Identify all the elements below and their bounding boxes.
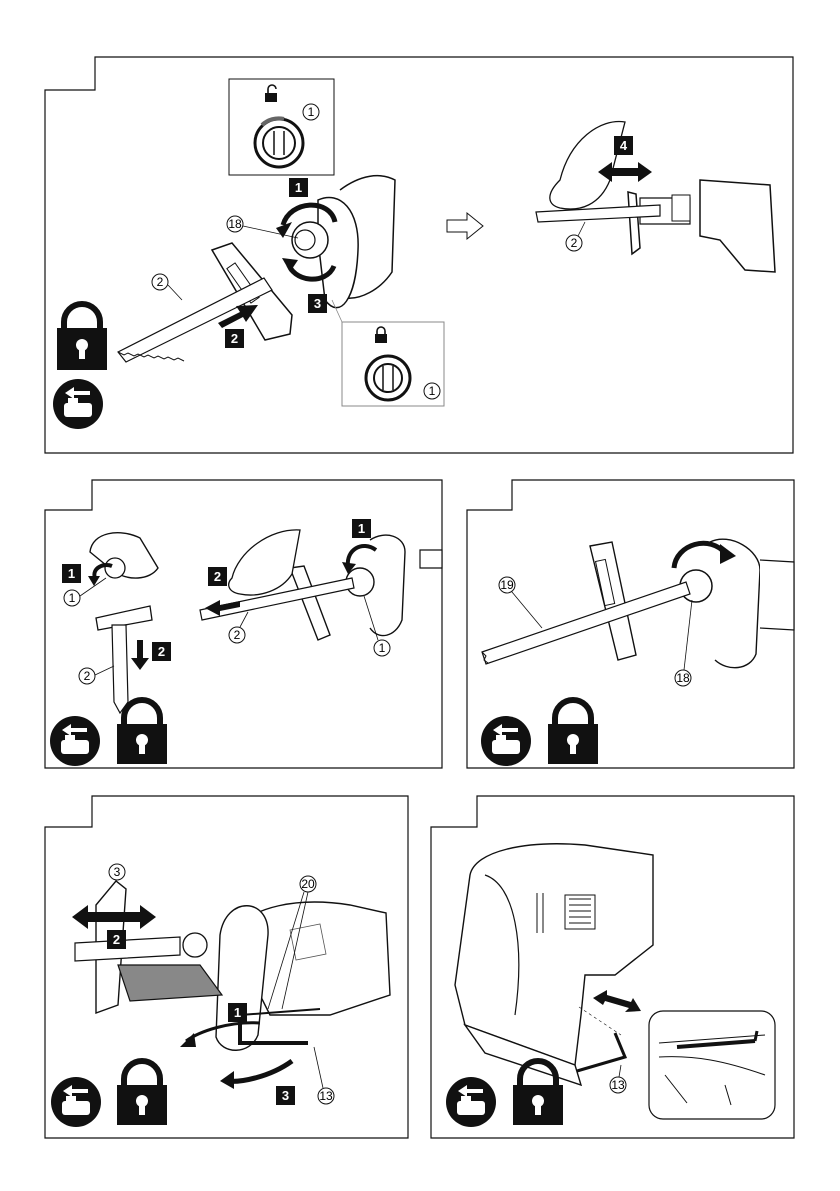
step-1-box: 1 xyxy=(228,1003,247,1022)
step-4-box: 4 xyxy=(614,136,633,155)
callout-19: 19 xyxy=(499,577,542,628)
step-2-box: 2 xyxy=(225,329,244,348)
figure-1-panel: 1 1 2 3 18 2 xyxy=(0,0,840,470)
svg-text:3: 3 xyxy=(314,296,321,311)
callout-2-mid-left: 2 xyxy=(79,666,114,684)
callout-3: 3 xyxy=(109,864,125,880)
step-3-box: 3 xyxy=(276,1086,295,1105)
battery-removal-icon xyxy=(446,1077,496,1127)
blade-icon xyxy=(112,625,128,713)
svg-text:1: 1 xyxy=(358,521,365,536)
step-2-box: 2 xyxy=(107,930,126,949)
svg-text:18: 18 xyxy=(676,671,690,685)
callout-2-mid-right: 2 xyxy=(229,612,248,643)
down-arrow xyxy=(131,640,149,670)
step-2-box-right: 2 xyxy=(208,567,227,586)
step-2-box: 2 xyxy=(152,642,171,661)
svg-text:2: 2 xyxy=(214,569,221,584)
step-1-box-right: 1 xyxy=(352,519,371,538)
hand-icon xyxy=(229,530,300,595)
svg-text:4: 4 xyxy=(620,138,628,153)
figure-2-drawing: 1 1 2 2 1 2 2 1 xyxy=(0,470,450,780)
hand-icon xyxy=(550,122,625,210)
lock-icon xyxy=(117,1061,167,1125)
figure-5-drawing: 13 xyxy=(425,785,805,1145)
lock-icon xyxy=(57,304,107,370)
svg-text:2: 2 xyxy=(113,932,120,947)
callout-13-right: 13 xyxy=(610,1065,626,1093)
battery-removal-icon xyxy=(481,716,531,766)
callout-13-left: 13 xyxy=(314,1047,334,1104)
svg-text:1: 1 xyxy=(234,1005,241,1020)
callout-1-top-locked: 1 xyxy=(424,383,440,399)
svg-text:1: 1 xyxy=(69,591,76,605)
callout-1-top-inset: 1 xyxy=(303,104,319,120)
svg-text:1: 1 xyxy=(295,180,302,195)
figure-3-panel: 19 18 xyxy=(460,470,810,780)
svg-text:2: 2 xyxy=(571,236,578,250)
svg-text:2: 2 xyxy=(234,628,241,642)
step-3-box: 3 xyxy=(308,294,327,313)
svg-text:1: 1 xyxy=(308,105,315,119)
lock-icon xyxy=(117,700,167,764)
callout-2-top-left: 2 xyxy=(152,274,182,300)
figure-1-drawing: 1 1 2 3 18 2 xyxy=(0,0,840,470)
svg-text:3: 3 xyxy=(114,865,121,879)
inset-unlocked-knob xyxy=(229,79,334,175)
step-1-box: 1 xyxy=(289,178,308,197)
saw-blade-install-drawing xyxy=(482,539,794,668)
svg-text:13: 13 xyxy=(611,1078,625,1092)
callout-18-mid: 18 xyxy=(675,600,692,686)
svg-text:2: 2 xyxy=(157,275,164,289)
arrow-right-icon xyxy=(447,213,483,239)
svg-text:1: 1 xyxy=(429,384,436,398)
double-arrow-icon xyxy=(593,990,641,1012)
figure-4-panel: 3 2 20 1 3 13 xyxy=(0,785,420,1145)
svg-text:20: 20 xyxy=(301,877,315,891)
hex-key xyxy=(577,1033,625,1071)
figure-5-panel: 13 xyxy=(425,785,805,1145)
saw-rear-drawing xyxy=(455,844,653,1085)
svg-text:2: 2 xyxy=(84,669,91,683)
blade-icon xyxy=(482,582,690,664)
callout-2-top-right: 2 xyxy=(566,222,585,251)
svg-text:2: 2 xyxy=(231,331,238,346)
svg-text:2: 2 xyxy=(158,644,165,659)
battery-removal-icon xyxy=(51,1077,101,1127)
figure-2-panel: 1 1 2 2 1 2 2 1 xyxy=(0,470,450,780)
svg-text:1: 1 xyxy=(379,641,386,655)
blade-icon xyxy=(75,937,180,961)
battery-removal-icon xyxy=(53,379,103,429)
svg-text:1: 1 xyxy=(68,566,75,581)
saw-vertical-drawing xyxy=(90,533,158,713)
figure-3-drawing: 19 18 xyxy=(460,470,810,780)
svg-text:19: 19 xyxy=(500,578,514,592)
svg-text:18: 18 xyxy=(228,217,242,231)
lock-icon xyxy=(548,700,598,764)
inset-hex-key-storage xyxy=(649,1011,775,1119)
svg-text:13: 13 xyxy=(319,1089,333,1103)
saw-horizontal-drawing xyxy=(200,530,442,640)
blade-icon xyxy=(118,278,272,362)
battery-removal-icon xyxy=(50,716,100,766)
svg-text:3: 3 xyxy=(282,1088,289,1103)
figure-4-drawing: 3 2 20 1 3 13 xyxy=(0,785,420,1145)
step-1-box: 1 xyxy=(62,564,81,583)
